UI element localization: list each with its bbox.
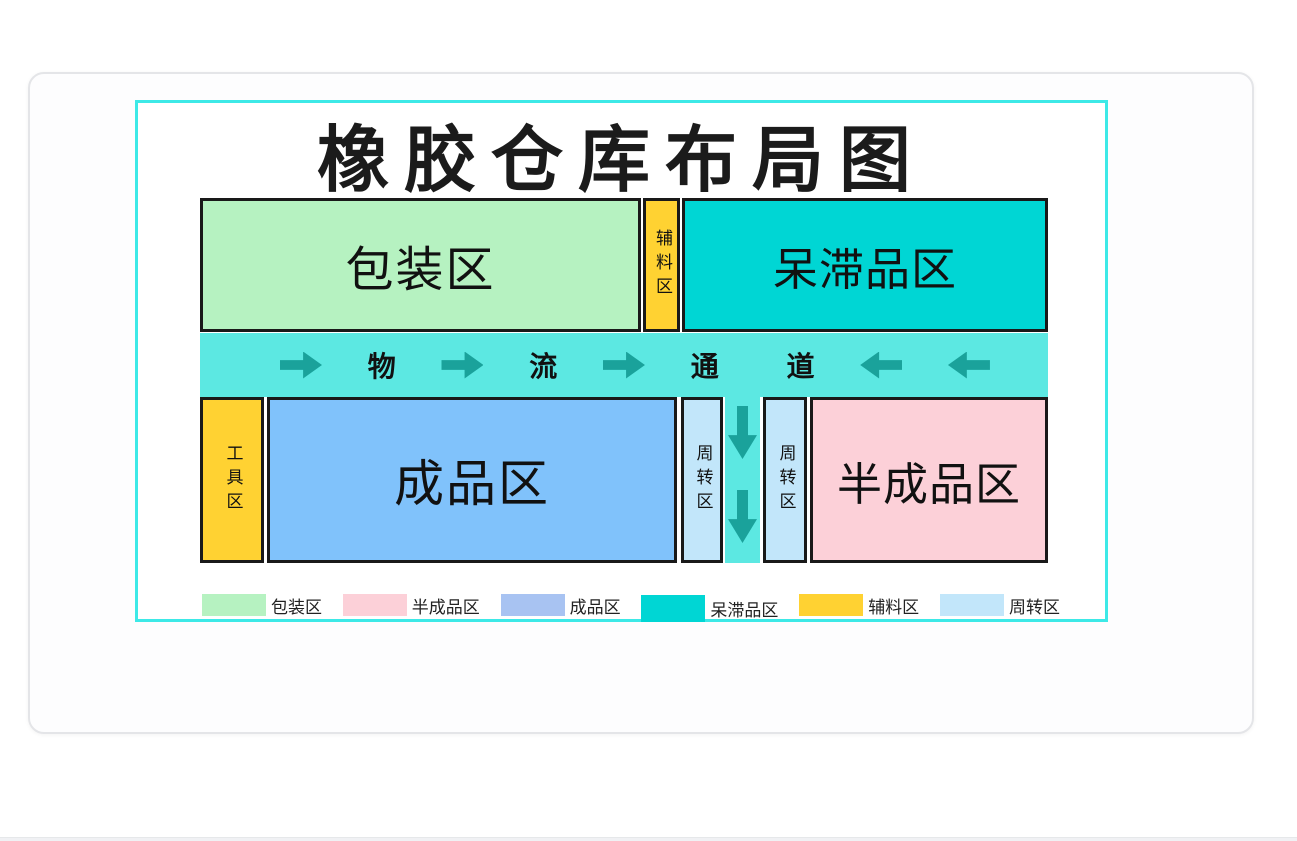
legend-label: 辅料区 <box>868 597 920 618</box>
zone-stagnant-label: 呆滞品区 <box>772 242 957 296</box>
legend-color-swatch <box>342 594 407 616</box>
legend-item: 辅料区 <box>799 593 919 618</box>
zone-auxiliary-materials-area: 辅料区 <box>643 198 680 332</box>
legend: 包装区 半成品区 成品区 呆滞品区 辅料区 周转区 <box>202 591 1060 622</box>
arrow-left-icon <box>947 351 990 379</box>
legend-item: 成品区 <box>500 593 621 618</box>
legend-color-swatch <box>641 594 706 622</box>
zone-turnover-area-right: 周转区 <box>763 397 807 563</box>
legend-item: 周转区 <box>939 593 1060 618</box>
corridor-connector-band <box>725 397 760 563</box>
zone-packing-area: 包装区 <box>200 198 641 332</box>
zone-turnover-right-label: 周转区 <box>775 444 796 516</box>
legend-item: 呆滞品区 <box>641 594 779 622</box>
zone-turnover-area-left: 周转区 <box>681 397 723 563</box>
zone-auxiliary-label: 辅料区 <box>652 229 672 301</box>
corridor-label-char: 流 <box>529 350 558 383</box>
diagram-title: 橡胶仓库布局图 <box>316 118 926 202</box>
legend-color-swatch <box>799 594 864 616</box>
zone-turnover-left-label: 周转区 <box>692 444 713 516</box>
arrow-down-icon <box>728 490 757 543</box>
legend-label: 呆滞品区 <box>710 600 779 621</box>
diagram-card: 橡胶仓库布局图 包装区 辅料区 呆滞品区 物 流 通 道 工具区 成品区 周转区 <box>28 72 1254 734</box>
legend-label: 周转区 <box>1008 597 1060 618</box>
legend-color-swatch <box>202 594 266 616</box>
page-bottom-edge <box>0 837 1297 841</box>
legend-item: 半成品区 <box>342 593 480 618</box>
zone-packing-label: 包装区 <box>345 242 496 298</box>
corridor-label-char: 通 <box>690 350 719 383</box>
arrow-down-icon <box>728 406 757 459</box>
arrow-right-icon <box>602 351 645 379</box>
arrow-right-icon <box>280 351 322 379</box>
zone-finished-label: 成品区 <box>394 455 550 513</box>
legend-color-swatch <box>500 594 565 616</box>
legend-color-swatch <box>939 594 1004 616</box>
zone-tools-area: 工具区 <box>200 397 264 563</box>
zone-tools-label: 工具区 <box>222 444 243 516</box>
legend-label: 包装区 <box>271 597 322 618</box>
zone-semi-finished-goods-area: 半成品区 <box>810 397 1048 563</box>
arrow-left-icon <box>860 351 903 379</box>
arrow-right-icon <box>441 351 484 379</box>
zone-semi-finished-label: 半成品区 <box>836 457 1021 511</box>
corridor-label-char: 物 <box>367 350 396 383</box>
legend-label: 半成品区 <box>411 597 480 618</box>
logistics-corridor: 物流通道 <box>200 333 1048 397</box>
warehouse-layout-diagram: 橡胶仓库布局图 包装区 辅料区 呆滞品区 物 流 通 道 工具区 成品区 周转区 <box>135 100 1108 622</box>
zone-stagnant-goods-area: 呆滞品区 <box>682 198 1048 332</box>
legend-item: 包装区 <box>202 593 322 618</box>
corridor-label-char: 道 <box>786 350 815 383</box>
zone-finished-goods-area: 成品区 <box>267 397 677 563</box>
legend-label: 成品区 <box>569 597 621 618</box>
